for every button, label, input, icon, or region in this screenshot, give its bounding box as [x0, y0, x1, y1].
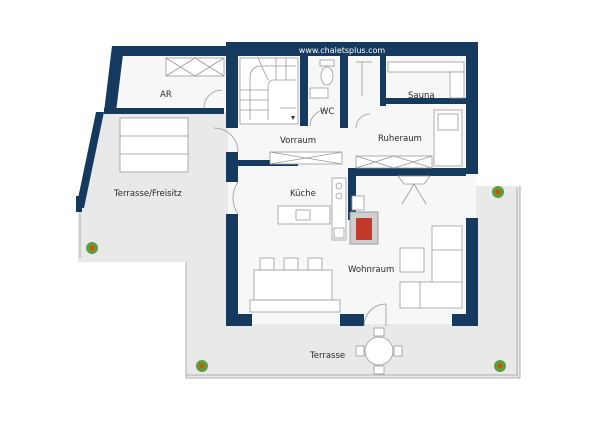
plant-icon	[196, 360, 208, 372]
room-label-wohnraum: Wohnraum	[348, 265, 394, 275]
kitchen-side-counter	[331, 177, 347, 241]
lounger-icon	[433, 109, 463, 167]
door-swings	[213, 127, 387, 327]
dining-table-icon	[249, 257, 341, 313]
terrace-freisitz-floor	[78, 112, 228, 378]
sofa-icon	[399, 225, 463, 309]
walls	[76, 42, 478, 326]
watermark-text: www.chaletsplus.com	[299, 46, 386, 55]
table-chairs-icon	[355, 327, 403, 375]
terrace-bottom-floor	[186, 318, 520, 378]
plant-icon	[492, 186, 504, 198]
room-label-terrasse: Terrasse	[309, 351, 345, 361]
plant-icon	[86, 242, 98, 254]
kitchen-counter-top	[269, 151, 433, 169]
room-label-terrasse-freisitz: Terrasse/Freisitz	[113, 189, 182, 199]
toilet-icon	[309, 59, 335, 127]
terrace-railing	[79, 186, 521, 379]
terrace-right-floor	[476, 186, 520, 326]
room-label-wc: WC	[320, 107, 334, 117]
stairs-icon	[239, 57, 299, 125]
plant-icon	[494, 360, 506, 372]
room-label-vorraum: Vorraum	[280, 136, 316, 146]
room-label-ar: AR	[160, 90, 172, 100]
pendant-lamp-icon	[397, 175, 431, 205]
stove-icon	[349, 195, 379, 245]
room-label-kueche: Küche	[290, 189, 316, 199]
room-label-ruheraum: Ruheraum	[378, 134, 422, 144]
kitchen-island	[277, 205, 331, 225]
ar-shelf	[165, 57, 225, 109]
bed-icon	[119, 117, 189, 173]
sauna-benches	[355, 61, 465, 129]
room-label-sauna: Sauna	[408, 91, 435, 101]
